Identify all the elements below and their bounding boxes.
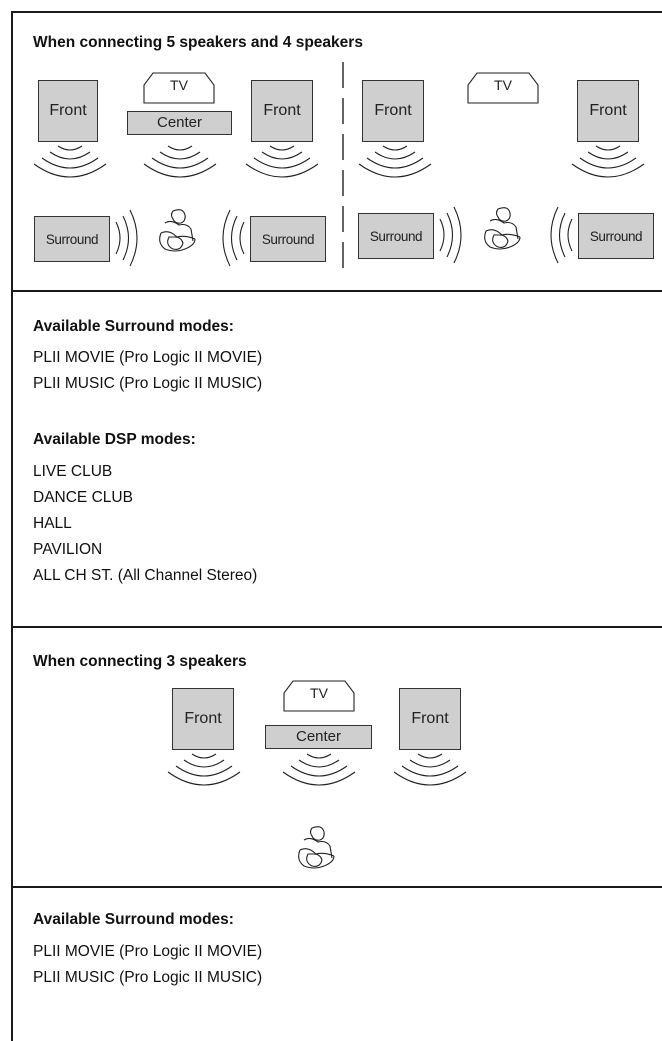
surround-modes-heading: Available Surround modes: (33, 318, 234, 335)
front-left-speaker: Front (172, 688, 234, 750)
surround-left-speaker: Surround (358, 213, 434, 259)
list-item: HALL (33, 515, 72, 532)
surround-modes-heading: Available Surround modes: (33, 911, 234, 928)
page-frame (11, 11, 662, 1041)
tv-label: TV (170, 77, 188, 93)
list-item: PLII MOVIE (Pro Logic II MOVIE) (33, 349, 263, 366)
dsp-modes-heading: Available DSP modes: (33, 431, 196, 448)
listener-icon (484, 207, 521, 250)
section-divider (11, 886, 662, 888)
front-right-speaker: Front (399, 688, 461, 750)
list-item: PAVILION (33, 541, 103, 558)
tv-label: TV (494, 77, 512, 93)
listener-icon (159, 209, 196, 252)
front-right-speaker: Front (577, 80, 639, 142)
sound-wave-icon (550, 206, 573, 264)
front-left-speaker: Front (362, 80, 424, 142)
sound-wave-icon (245, 145, 319, 178)
section-heading: When connecting 3 speakers (33, 653, 247, 670)
sound-wave-icon (115, 209, 138, 267)
listener-icon (298, 826, 335, 869)
list-item: ALL CH ST. (All Channel Stereo) (33, 567, 258, 584)
center-speaker: Center (127, 111, 232, 135)
sound-wave-icon (393, 753, 467, 786)
center-speaker: Center (265, 725, 372, 749)
sound-wave-icon (358, 145, 432, 178)
tv-icon: TV (143, 72, 215, 104)
front-left-speaker: Front (38, 80, 98, 142)
tv-icon: TV (283, 680, 355, 712)
surround-right-speaker: Surround (250, 216, 326, 262)
list-item: PLII MUSIC (Pro Logic II MUSIC) (33, 969, 263, 986)
sound-wave-icon (571, 145, 645, 178)
front-right-speaker: Front (251, 80, 313, 142)
sound-wave-icon (167, 753, 241, 786)
sound-wave-icon (143, 145, 217, 178)
list-item: DANCE CLUB (33, 489, 133, 506)
tv-icon: TV (467, 72, 539, 104)
section-heading: When connecting 5 speakers and 4 speaker… (33, 34, 363, 51)
list-item: PLII MOVIE (Pro Logic II MOVIE) (33, 943, 263, 960)
sound-wave-icon (222, 209, 245, 267)
list-item: LIVE CLUB (33, 463, 113, 480)
section-divider (11, 290, 662, 292)
sound-wave-icon (282, 753, 356, 786)
tv-label: TV (310, 685, 328, 701)
section-divider (11, 626, 662, 628)
sound-wave-icon (33, 145, 107, 178)
list-item: PLII MUSIC (Pro Logic II MUSIC) (33, 375, 263, 392)
surround-left-speaker: Surround (34, 216, 110, 262)
surround-right-speaker: Surround (578, 213, 654, 259)
sound-wave-icon (439, 206, 462, 264)
